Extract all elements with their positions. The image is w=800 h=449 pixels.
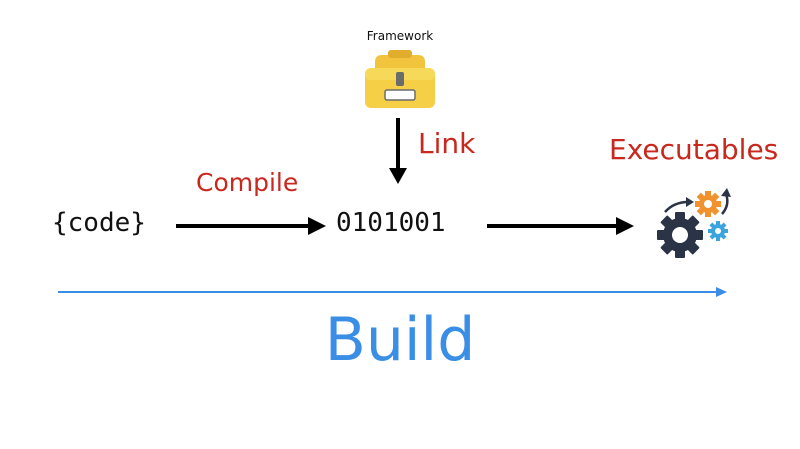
source-code-label: {code}	[52, 208, 146, 238]
compile-arrow	[176, 217, 326, 235]
gears-icon	[657, 188, 731, 258]
build-arrow	[58, 287, 727, 297]
binary-label: 0101001	[336, 208, 446, 238]
output-arrow	[487, 217, 634, 235]
framework-label: Framework	[366, 29, 434, 43]
executables-label: Executables	[609, 133, 779, 166]
compile-label: Compile	[196, 168, 299, 197]
link-arrow	[389, 118, 407, 184]
build-label: Build	[324, 305, 476, 375]
toolbox-icon	[365, 50, 435, 108]
link-label: Link	[418, 127, 476, 160]
